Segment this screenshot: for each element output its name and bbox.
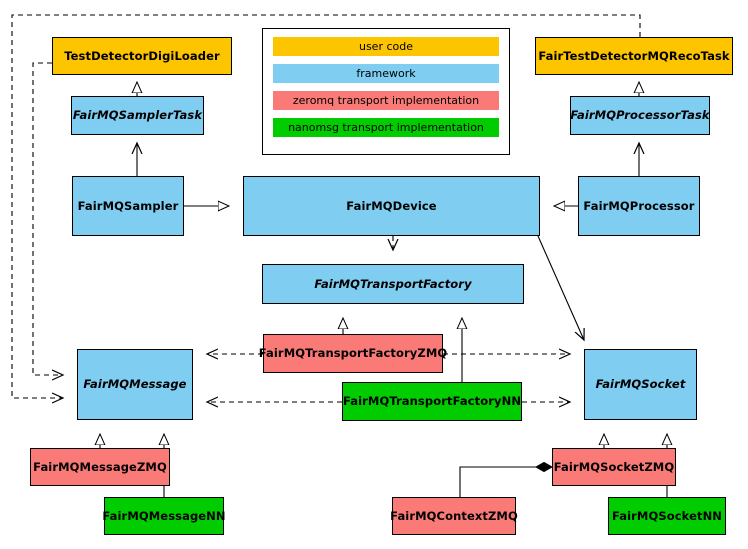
class-box-label: TestDetectorDigiLoader: [64, 48, 220, 63]
class-box-TestDetectorDigiLoader[interactable]: TestDetectorDigiLoader: [52, 37, 232, 75]
class-box-label: FairMQMessage: [83, 377, 187, 392]
class-box-label: FairMQMessageZMQ: [33, 459, 167, 474]
class-box-FairMQSamplerTask[interactable]: FairMQSamplerTask: [71, 96, 204, 135]
class-box-label: FairMQSocketZMQ: [553, 459, 675, 474]
class-box-FairMQContextZMQ[interactable]: FairMQContextZMQ: [390, 497, 518, 535]
legend-label-zeromq: zeromq transport implementation: [292, 94, 480, 107]
class-box-label: FairMQSocketNN: [611, 508, 723, 523]
class-box-label: FairMQMessageNN: [102, 508, 226, 523]
class-box-label: FairMQDevice: [346, 198, 437, 213]
class-box-label: FairMQProcessorTask: [570, 108, 710, 123]
class-box-label: FairMQProcessor: [583, 198, 695, 213]
class-box-FairMQMessageZMQ[interactable]: FairMQMessageZMQ: [30, 448, 170, 486]
legend-item-framework: framework: [273, 64, 499, 83]
class-box-FairMQMessage[interactable]: FairMQMessage: [77, 349, 193, 420]
legend-label-user-code: user code: [358, 40, 414, 53]
class-box-FairMQTransportFactoryNN[interactable]: FairMQTransportFactoryNN: [342, 382, 522, 421]
class-box-FairMQSocketZMQ[interactable]: FairMQSocketZMQ: [552, 448, 676, 486]
class-box-FairMQTransportFactory[interactable]: FairMQTransportFactory: [262, 264, 524, 304]
legend-item-nanomsg: nanomsg transport implementation: [273, 118, 499, 137]
class-box-FairMQTransportFactoryZMQ[interactable]: FairMQTransportFactoryZMQ: [259, 334, 447, 373]
legend-item-user-code: user code: [273, 37, 499, 56]
class-box-label: FairMQTransportFactory: [314, 276, 472, 291]
legend-label-nanomsg: nanomsg transport implementation: [288, 121, 484, 134]
edge-socketzmq-to-contextzmq: [459, 461, 554, 497]
class-box-FairMQSampler[interactable]: FairMQSampler: [72, 176, 184, 236]
edge-digiloader-to-message: [32, 62, 63, 375]
class-box-label: FairTestDetectorMQRecoTask: [538, 48, 730, 63]
class-box-label: FairMQSocket: [595, 377, 686, 392]
legend-label-framework: framework: [356, 67, 416, 80]
legend-item-zeromq: zeromq transport implementation: [273, 91, 499, 110]
class-box-FairMQDevice[interactable]: FairMQDevice: [243, 176, 540, 236]
class-box-label: FairMQContextZMQ: [390, 508, 518, 523]
legend-panel: user code framework zeromq transport imp…: [262, 28, 510, 155]
class-box-FairTestDetectorMQRecoTask[interactable]: FairTestDetectorMQRecoTask: [535, 37, 733, 75]
class-box-label: FairMQTransportFactoryZMQ: [258, 346, 448, 361]
class-box-FairMQSocket[interactable]: FairMQSocket: [584, 349, 697, 420]
class-box-FairMQProcessor[interactable]: FairMQProcessor: [578, 176, 700, 236]
class-box-FairMQSocketNN[interactable]: FairMQSocketNN: [608, 497, 726, 535]
class-box-FairMQMessageNN[interactable]: FairMQMessageNN: [102, 497, 226, 535]
edge-device-to-socket: [537, 235, 584, 340]
class-box-label: FairMQSampler: [77, 198, 179, 213]
class-box-FairMQProcessorTask[interactable]: FairMQProcessorTask: [570, 96, 710, 135]
class-box-label: FairMQTransportFactoryNN: [342, 394, 522, 409]
class-box-label: FairMQSamplerTask: [72, 108, 203, 123]
